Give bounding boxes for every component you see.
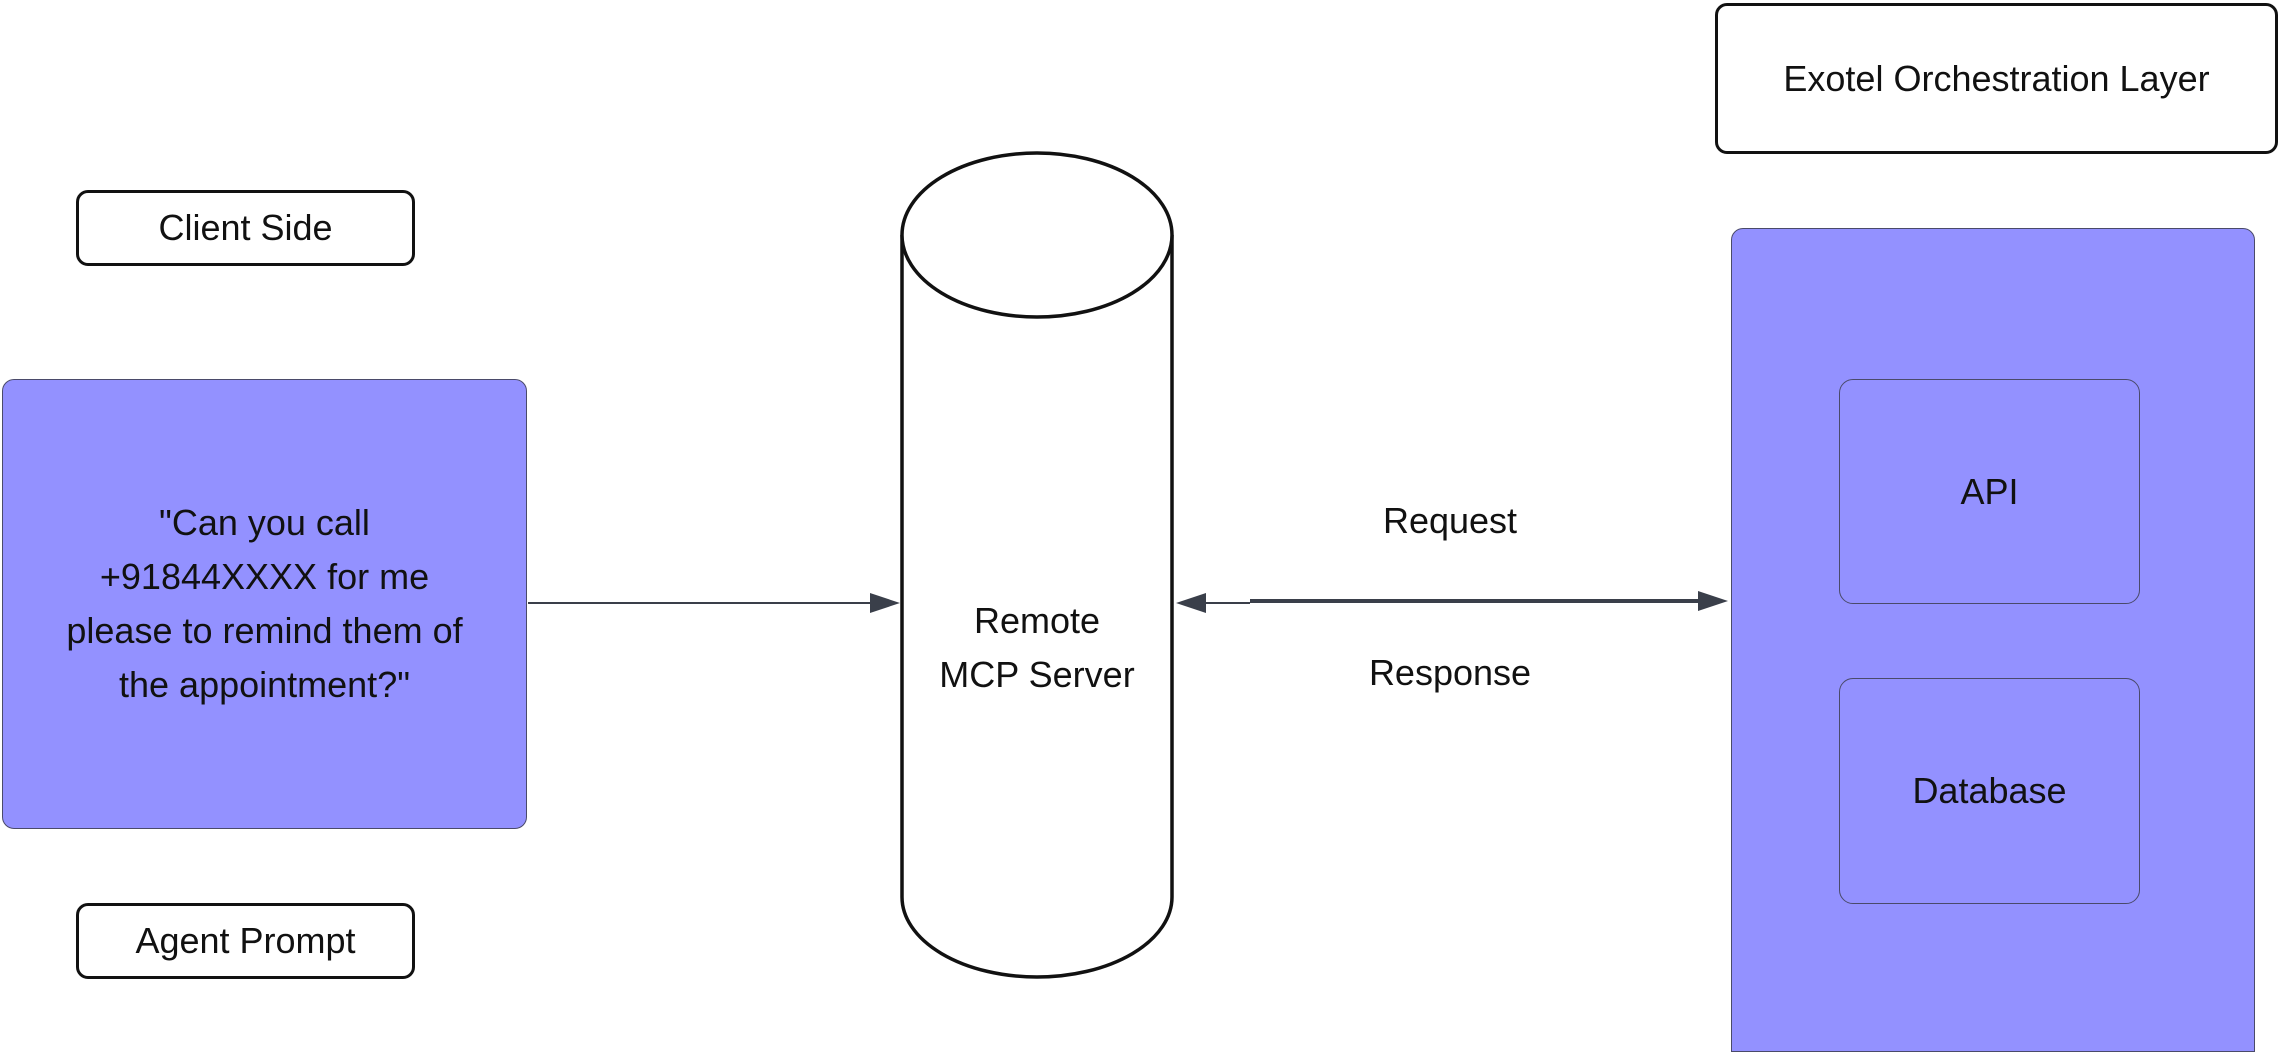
cylinder-body — [900, 235, 1174, 979]
agent-prompt-label: Agent Prompt — [76, 903, 415, 979]
response-label: Response — [1368, 652, 1532, 693]
orchestration-layer-block — [1731, 228, 2255, 1052]
request-label: Request — [1382, 500, 1518, 541]
request-response-arrow — [1176, 591, 1728, 613]
api-component: API — [1839, 379, 2140, 604]
client-side-text: Client Side — [158, 207, 333, 248]
request-arrowhead — [1698, 591, 1728, 611]
orchestration-layer-label: Exotel Orchestration Layer — [1715, 3, 2278, 154]
server-line: Remote — [973, 600, 1101, 641]
prompt-line: "Can you call — [159, 502, 370, 543]
agent-prompt-text: "Can you call +91844XXXX for me please t… — [36, 496, 492, 712]
server-line: MCP Server — [939, 654, 1135, 695]
client-side-label: Client Side — [76, 190, 415, 266]
response-arrowhead — [1176, 593, 1206, 613]
orchestration-layer-text: Exotel Orchestration Layer — [1783, 57, 2210, 99]
database-component: Database — [1839, 678, 2140, 904]
prompt-line: the appointment?" — [119, 664, 410, 705]
prompt-line: +91844XXXX for me — [99, 556, 430, 597]
database-text: Database — [1912, 770, 2067, 811]
agent-prompt-box: "Can you call +91844XXXX for me please t… — [2, 379, 527, 829]
cylinder-top — [900, 151, 1174, 319]
mcp-server-cylinder — [900, 151, 1174, 979]
prompt-to-server-arrow — [528, 593, 900, 613]
agent-prompt-label-text: Agent Prompt — [135, 920, 356, 961]
mcp-server-label: Remote MCP Server — [902, 594, 1172, 702]
prompt-line: please to remind them of — [66, 610, 463, 651]
api-text: API — [1960, 470, 2019, 512]
